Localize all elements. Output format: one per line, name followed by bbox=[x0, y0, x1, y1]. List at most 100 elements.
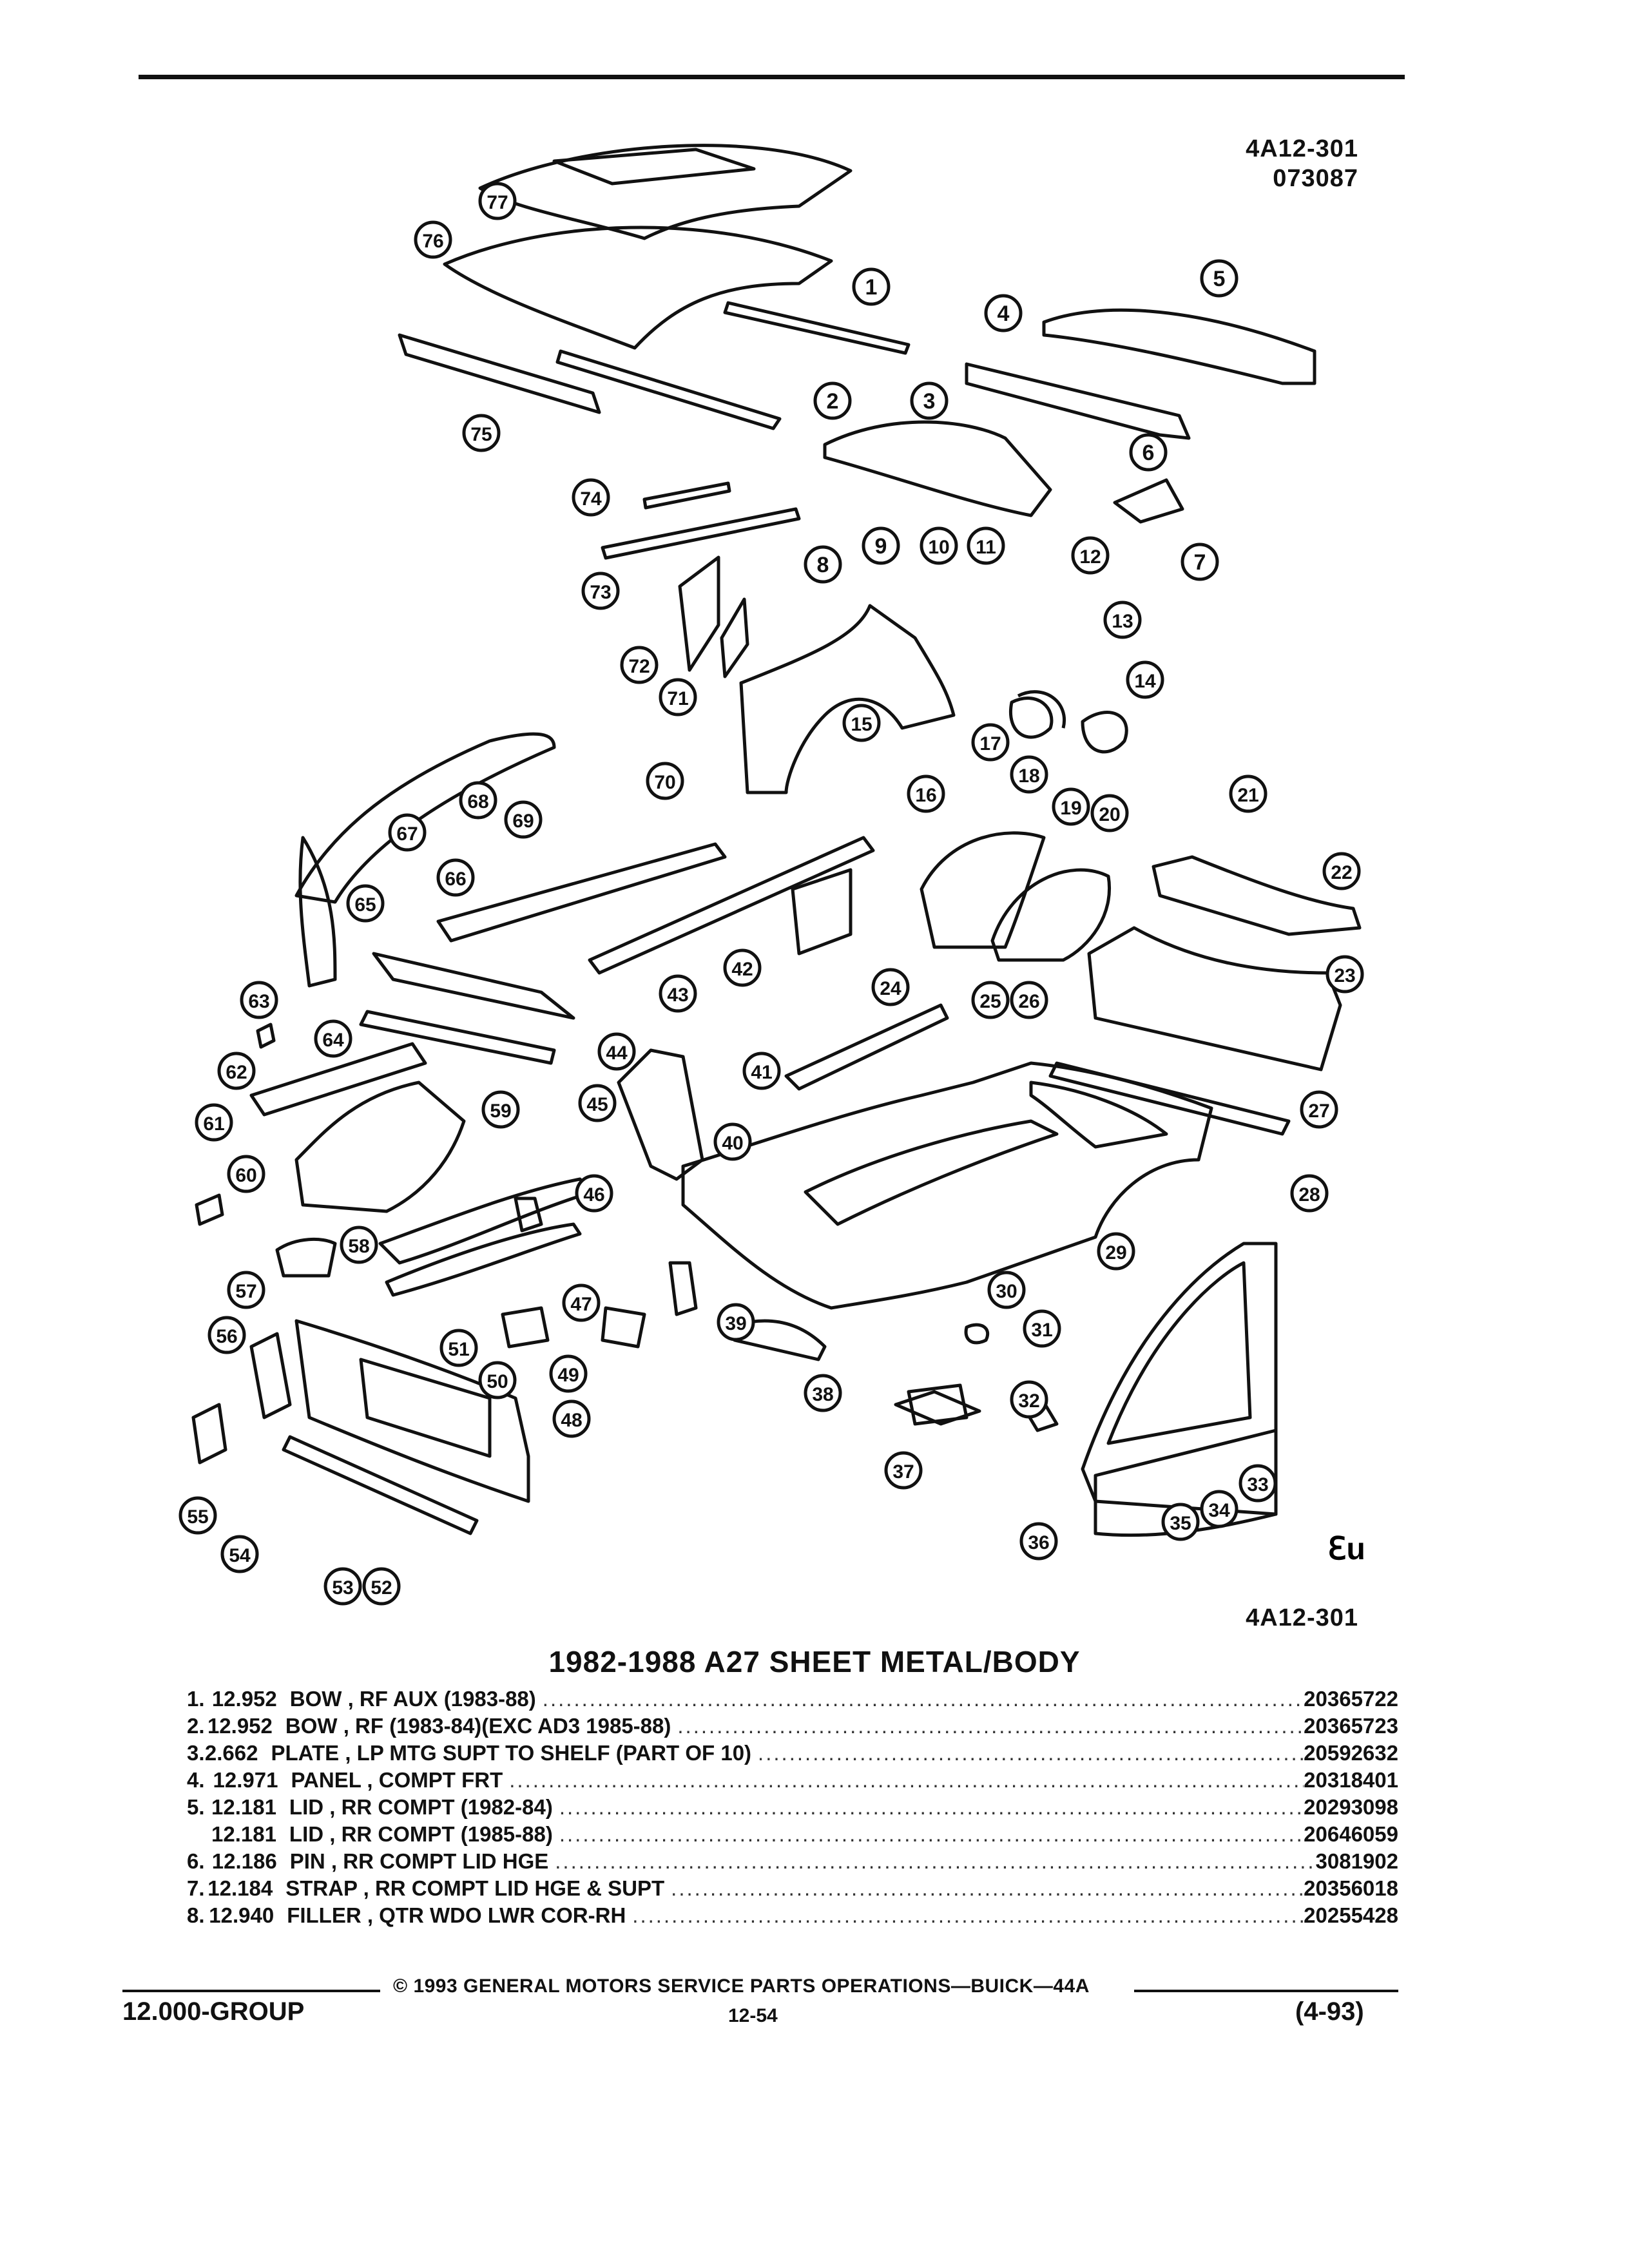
callout-circle bbox=[1239, 1464, 1277, 1503]
illustration-ref-code: 4A12-301 bbox=[1246, 135, 1358, 162]
callout-label: 69 bbox=[512, 811, 534, 832]
callout-circle bbox=[572, 478, 610, 517]
callout-63: 63 bbox=[240, 981, 278, 1019]
callout-label: 5 bbox=[1213, 267, 1226, 291]
callout-circle bbox=[967, 526, 1005, 565]
leader-dots: ........................................… bbox=[555, 1849, 1316, 1873]
part-number: 20592632 bbox=[1304, 1741, 1398, 1765]
callout-label: 50 bbox=[487, 1371, 508, 1392]
callout-2: 2 bbox=[813, 381, 852, 420]
part-number-index: 7. bbox=[187, 1876, 205, 1900]
part-description: LID , RR COMPT (1985-88) bbox=[289, 1822, 553, 1846]
callout-circle bbox=[207, 1316, 246, 1354]
part-roof-panel bbox=[443, 226, 833, 350]
callout-circle bbox=[314, 1019, 352, 1058]
callout-circle bbox=[439, 1329, 478, 1367]
callout-50: 50 bbox=[478, 1361, 517, 1399]
callout-circle bbox=[971, 723, 1010, 762]
callout-37: 37 bbox=[884, 1451, 923, 1490]
callout-circle bbox=[1300, 1090, 1338, 1129]
part-bracket-small bbox=[195, 1193, 224, 1226]
callout-label: 30 bbox=[996, 1281, 1017, 1302]
part-description: BOW , RF AUX (1983-88) bbox=[289, 1687, 536, 1711]
callout-circle bbox=[552, 1399, 591, 1438]
callout-61: 61 bbox=[195, 1103, 233, 1142]
callout-circle bbox=[1161, 1503, 1200, 1541]
callout-43: 43 bbox=[659, 974, 697, 1013]
callout-label: 77 bbox=[487, 192, 508, 213]
callout-22: 22 bbox=[1322, 852, 1361, 890]
callout-circle bbox=[852, 267, 891, 306]
callout-label: 4 bbox=[998, 302, 1010, 326]
part-number: 20365723 bbox=[1304, 1714, 1398, 1738]
callout-76: 76 bbox=[414, 220, 452, 259]
callout-35: 35 bbox=[1161, 1503, 1200, 1541]
callout-label: 34 bbox=[1208, 1500, 1230, 1521]
callout-label: 32 bbox=[1018, 1390, 1039, 1412]
callout-55: 55 bbox=[178, 1496, 217, 1535]
callout-label: 51 bbox=[448, 1339, 469, 1360]
leader-dots: ........................................… bbox=[559, 1795, 1304, 1819]
callout-circle bbox=[323, 1567, 362, 1606]
callout-circle bbox=[1010, 981, 1048, 1019]
callout-14: 14 bbox=[1126, 660, 1164, 699]
callout-label: 72 bbox=[628, 656, 650, 677]
part-lower-tie-bar bbox=[282, 1435, 479, 1535]
callout-56: 56 bbox=[207, 1316, 246, 1354]
illustration-date-code: 073087 bbox=[1273, 165, 1358, 192]
callout-26: 26 bbox=[1010, 981, 1048, 1019]
callout-circle bbox=[220, 1535, 259, 1573]
part-hinge-strap bbox=[1113, 478, 1184, 524]
callout-circle bbox=[478, 182, 517, 220]
callout-68: 68 bbox=[459, 781, 497, 820]
part-compartment-front-panel bbox=[965, 362, 1191, 440]
callout-39: 39 bbox=[717, 1303, 755, 1341]
footer-page-number: 12-54 bbox=[728, 2005, 778, 2026]
part-description: FILLER , QTR WDO LWR COR-RH bbox=[287, 1903, 626, 1927]
part-group-code: 12.186 bbox=[211, 1849, 277, 1873]
part-floor-tunnel bbox=[804, 1119, 1059, 1226]
callout-3: 3 bbox=[910, 381, 949, 420]
footer-group: 12.000-GROUP bbox=[122, 1997, 305, 2026]
part-door-window-opening bbox=[1106, 1261, 1252, 1445]
callout-62: 62 bbox=[217, 1052, 256, 1090]
top-rule bbox=[139, 75, 1405, 79]
part-number-index: 2. bbox=[187, 1714, 205, 1738]
callout-23: 23 bbox=[1325, 955, 1364, 994]
part-rear-end-panel bbox=[1152, 855, 1362, 936]
callout-label: 35 bbox=[1170, 1513, 1191, 1534]
callout-circle bbox=[1229, 774, 1268, 813]
callout-label: 49 bbox=[557, 1365, 579, 1386]
callout-label: 17 bbox=[979, 733, 1001, 754]
callout-label: 76 bbox=[422, 231, 443, 252]
callout-59: 59 bbox=[481, 1090, 520, 1129]
callout-7: 7 bbox=[1181, 543, 1219, 581]
part-front-bracket bbox=[249, 1332, 292, 1419]
callout-36: 36 bbox=[1019, 1522, 1058, 1561]
callout-circle bbox=[1019, 1522, 1058, 1561]
part-roof-rail-front bbox=[642, 481, 731, 510]
part-plate bbox=[894, 1390, 981, 1426]
callout-16: 16 bbox=[907, 774, 945, 813]
callout-circle bbox=[178, 1496, 217, 1535]
part-fuel-door bbox=[1009, 697, 1054, 739]
callout-label: 63 bbox=[248, 991, 269, 1012]
callout-label: 64 bbox=[322, 1030, 344, 1051]
callout-70: 70 bbox=[646, 762, 684, 800]
part-group-code: 12.181 bbox=[211, 1795, 276, 1819]
part-number: 20646059 bbox=[1304, 1822, 1398, 1846]
callout-40: 40 bbox=[713, 1122, 752, 1161]
callout-9: 9 bbox=[862, 526, 900, 565]
part-description: BOW , RF (1983-84)(EXC AD3 1985-88) bbox=[285, 1714, 671, 1738]
callout-circle bbox=[659, 678, 697, 716]
callout-57: 57 bbox=[227, 1271, 265, 1309]
callout-label: 68 bbox=[467, 791, 488, 812]
part-bow-rear bbox=[555, 349, 782, 430]
callout-circle bbox=[575, 1174, 613, 1213]
callout-label: 67 bbox=[396, 823, 418, 845]
callout-circle bbox=[723, 948, 762, 987]
callout-circle bbox=[195, 1103, 233, 1142]
